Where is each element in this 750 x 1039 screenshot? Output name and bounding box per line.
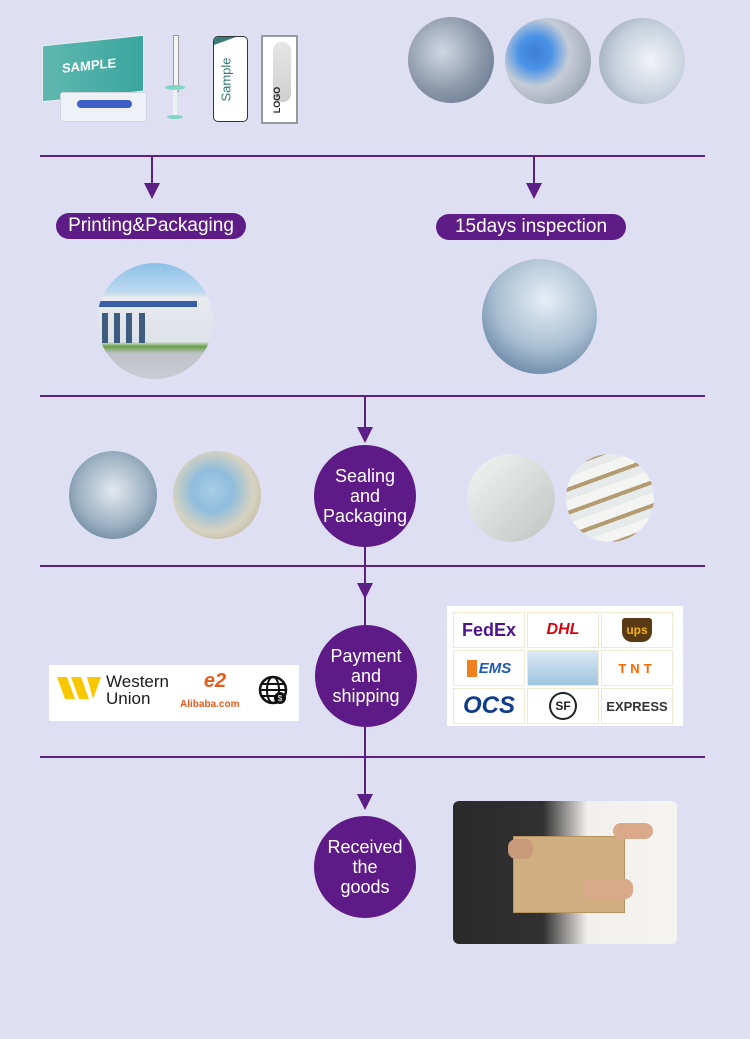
courier-dhl-logo: DHL — [527, 612, 599, 648]
connector-line — [364, 727, 366, 756]
factory-equipment-photo — [408, 17, 494, 103]
svg-text:$: $ — [278, 694, 283, 703]
connector-line — [364, 597, 366, 627]
connector-line — [364, 756, 366, 794]
node-line: Packaging — [322, 506, 408, 526]
worker-packaging-photo — [173, 451, 261, 539]
arrow-down-icon — [144, 183, 160, 199]
courier-label: SF — [549, 692, 577, 720]
lab-inspection-photo — [482, 259, 597, 374]
courier-label: OCS — [462, 692, 515, 719]
arrow-down-icon — [526, 183, 542, 199]
node-line: Sealing — [334, 466, 396, 486]
connector-line — [533, 155, 535, 183]
courier-label: FedEx — [461, 619, 517, 640]
flow-divider-2 — [40, 395, 705, 397]
western-union-line: Union — [106, 689, 151, 708]
courier-label: EMS — [466, 659, 511, 677]
node-line: the — [352, 857, 378, 877]
arrow-down-icon — [357, 794, 373, 810]
node-line: and — [349, 486, 381, 506]
courier-express-logo: EXPRESS — [601, 688, 673, 724]
courier-fedex-logo: FedEx — [453, 612, 525, 648]
flow-divider-1 — [40, 155, 705, 157]
alibaba-logo-icon: e2 — [203, 670, 227, 692]
node-line: shipping — [332, 686, 400, 706]
delivery-handoff-photo — [453, 801, 677, 944]
courier-label: TNT — [618, 660, 656, 676]
courier-label: ups — [622, 618, 652, 642]
logo-card-label: LOGO — [272, 86, 282, 114]
courier-logos-panel: FedEx DHL ups EMS TNT OCS SF EXPRESS — [447, 606, 683, 726]
payment-methods-panel: Western Union e2 Alibaba.com $ — [49, 665, 299, 721]
step-printing-packaging: Printing&Packaging — [56, 213, 246, 239]
courier-ems-logo: EMS — [453, 650, 525, 686]
connector-line — [364, 565, 366, 585]
flow-divider-3 — [40, 565, 705, 567]
node-line: goods — [340, 877, 390, 897]
production-line-photo — [69, 451, 157, 539]
courier-tnt-logo: TNT — [601, 650, 673, 686]
connector-line — [151, 155, 153, 183]
courier-sf-logo: SF — [527, 688, 599, 724]
courier-label: EXPRESS — [606, 698, 668, 714]
courier-ups-logo: ups — [601, 612, 673, 648]
product-box-image: SAMPLE — [42, 34, 147, 122]
arrow-down-icon — [357, 427, 373, 443]
western-union-label: Western Union — [106, 673, 169, 707]
western-union-logo-icon — [57, 675, 101, 701]
alibaba-label: Alibaba.com — [180, 699, 240, 710]
step-15days-inspection: 15days inspection — [436, 214, 626, 240]
bank-transfer-globe-icon: $ — [258, 675, 288, 705]
sample-card-image: Sample — [213, 36, 248, 122]
node-line: Payment — [330, 646, 402, 666]
glove-machine-photo — [505, 18, 591, 104]
sealed-packs-photo — [467, 454, 555, 542]
courier-label: DHL — [546, 621, 580, 638]
connector-line — [364, 547, 366, 565]
western-union-line: Western — [106, 672, 169, 691]
cleanroom-workers-photo — [599, 18, 685, 104]
syringe-image — [163, 35, 187, 120]
connector-line — [364, 395, 366, 427]
logo-card-image: LOGO — [261, 35, 298, 124]
sample-card-label: Sample — [218, 57, 234, 102]
arrow-down-icon — [357, 583, 373, 599]
node-line: and — [350, 666, 382, 686]
flow-divider-4 — [40, 756, 705, 758]
courier-air-freight-image — [527, 650, 599, 686]
node-line: Received — [327, 837, 403, 857]
packaged-boxes-photo — [566, 454, 654, 542]
factory-building-photo — [97, 263, 213, 379]
courier-ocs-logo: OCS — [453, 688, 525, 724]
